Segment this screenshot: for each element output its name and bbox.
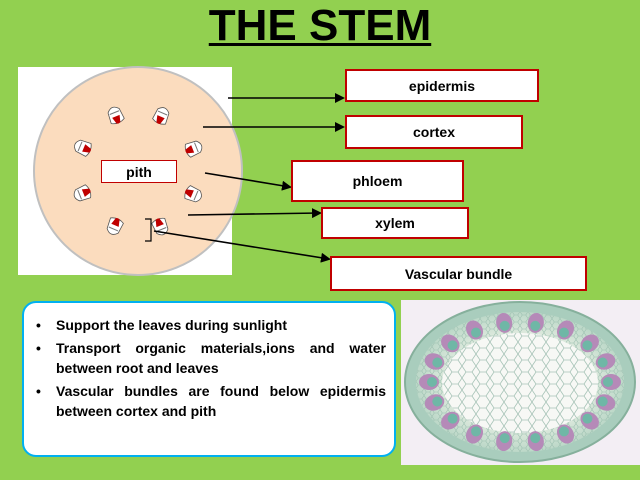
xylem-region [185,145,195,154]
arrow-phloem [204,172,292,191]
vascular-bundle [74,139,92,157]
cambium-line [77,189,82,200]
micrograph-bundle-xylem [432,396,443,407]
info-bullet-3: Vascular bundles are found below epiderm… [34,381,386,421]
xylem-region [81,188,91,197]
micrograph-bundle [424,394,445,411]
micrograph-bundle-xylem [559,327,569,338]
pith-label: pith [101,160,177,183]
micrograph-bundle [441,411,460,430]
phloem-region [73,184,92,202]
vascular-bundle [73,184,92,202]
vascular-bundle [152,107,170,125]
xylem-region [155,218,164,228]
micrograph-bundle [441,334,460,353]
micrograph-bundle [527,431,544,452]
stem-cross-section-micrograph [401,300,640,465]
vascular-bundle [107,106,125,125]
cambium-line [109,110,120,115]
micrograph-bundle-xylem [559,426,569,437]
micrograph-bundle-xylem [530,320,541,331]
arrow-xylem [187,208,322,219]
micrograph-bundle [419,374,439,390]
xylem-region [112,114,121,124]
phloem-region [184,185,202,203]
micrograph-bundle-xylem [471,426,481,437]
micrograph-bundle-xylem [530,433,541,444]
micrograph-bundle [601,374,621,390]
micrograph-bundle-xylem [582,413,593,424]
micrograph-bundle [465,424,484,444]
micrograph-bundle [556,320,575,340]
micrograph-bundle [465,320,484,340]
vascular-bundle [184,140,203,158]
micrograph-bundle-xylem [499,320,510,331]
cambium-line [108,226,119,232]
label-vascular-bundle: Vascular bundle [330,256,587,291]
xylem-region [111,218,120,227]
label-phloem: phloem [291,160,464,202]
label-cortex: cortex [345,115,523,149]
info-bullet-1: Support the leaves during sunlight [34,315,386,335]
cambium-line [193,190,199,201]
vascular-bundle [106,217,124,235]
cambium-line [157,110,168,116]
slide-title: THE STEM [208,1,432,50]
micrograph-bundle [496,431,513,452]
micrograph-bundle [580,411,599,430]
micrograph-bundle [595,353,616,370]
micrograph-bundle [496,312,513,333]
micrograph-bundle [580,334,599,353]
bundle-bracket [145,218,152,242]
phloem-region [184,140,203,158]
phloem-region [107,106,125,125]
info-bullet-2: Transport organic materials,ions and wat… [34,338,386,378]
micrograph-bundle-xylem [582,340,593,351]
micrograph-bundle-xylem [597,357,608,368]
info-list: Support the leaves during sunlight Trans… [34,315,386,421]
xylem-region [185,189,194,198]
micrograph-bundle-xylem [447,413,458,424]
micrograph-bundle-xylem [603,377,613,387]
cambium-line [194,142,199,153]
label-xylem: xylem [321,207,469,239]
micrograph-bundle-xylem [447,340,458,351]
label-arrows [145,93,345,263]
micrograph-bundle [595,394,616,411]
vascular-bundle [184,185,202,203]
micrograph-bundle-xylem [471,327,481,338]
micrograph-bundle-xylem [427,377,437,387]
cambium-line [77,141,83,152]
vascular-bundles [73,106,203,236]
xylem-region [156,115,165,124]
micrograph-bundle [556,424,575,444]
info-box: Support the leaves during sunlight Trans… [22,301,396,457]
micrograph-bundle-xylem [597,396,608,407]
micrograph-pith-cells [442,333,598,433]
phloem-region [106,217,124,235]
micrograph-bundles [419,312,621,452]
phloem-region [152,107,170,125]
micrograph-bundle [527,312,544,333]
xylem-region [82,144,91,153]
micrograph-bundle-xylem [499,433,510,444]
phloem-region [74,139,92,157]
label-epidermis: epidermis [345,69,539,102]
micrograph-bundle [424,353,445,370]
micrograph-bundle-xylem [432,357,443,368]
cambium-line [156,227,167,232]
arrow-vascular-bundle [153,230,331,263]
